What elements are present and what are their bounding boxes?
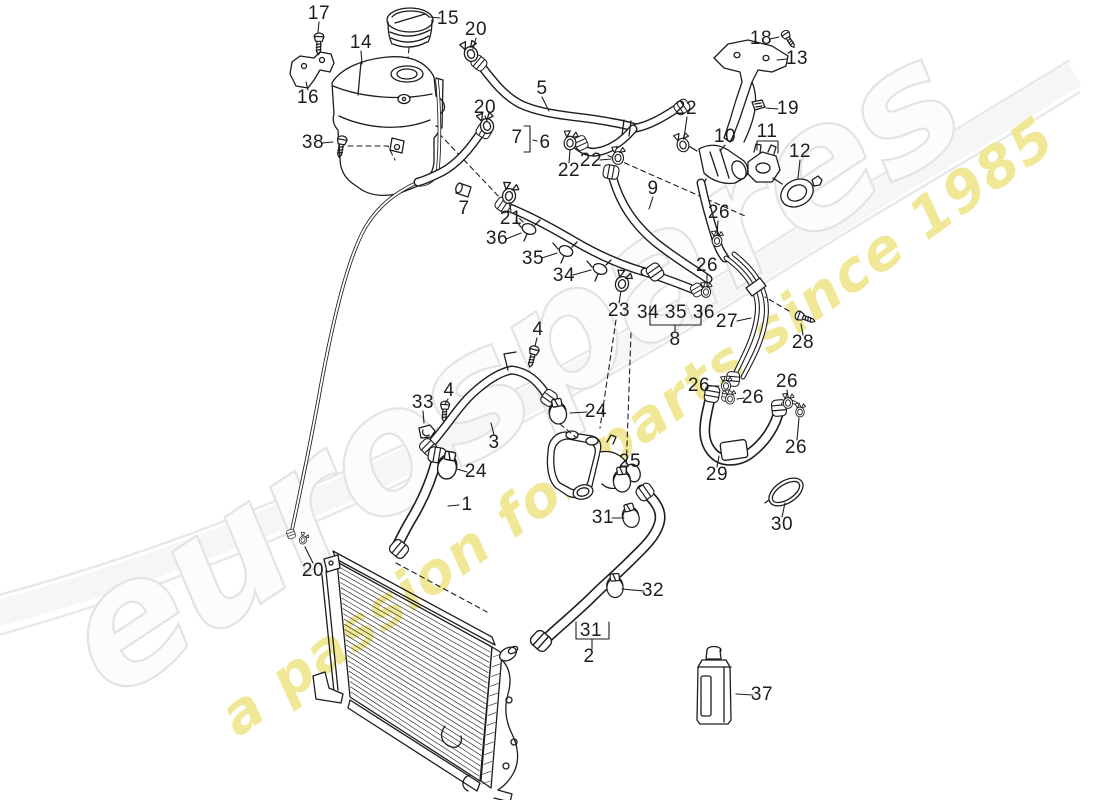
bracket-bolt-18	[779, 28, 799, 51]
connector-7	[455, 182, 472, 198]
coupling-flange-12	[772, 175, 823, 208]
hose-6	[413, 121, 494, 187]
dashed-lines	[347, 47, 790, 613]
retaining-clip-19	[751, 99, 766, 111]
filler-cap	[386, 7, 434, 48]
radiator	[312, 550, 519, 800]
pump-mount-11	[747, 143, 781, 183]
upper-hose-5	[468, 52, 693, 157]
tank-bracket-bolt	[313, 32, 325, 56]
leader-lines	[304, 16, 804, 696]
hose-9	[601, 163, 713, 284]
expansion-tank	[331, 56, 446, 197]
thermostat-housing	[546, 430, 641, 500]
middle-hose-8	[492, 195, 706, 299]
coolant-bottle-37	[696, 645, 732, 725]
bypass-hose-3	[417, 351, 560, 458]
twin-pipe-27	[720, 251, 769, 403]
tee-fittings-34-35-36	[515, 219, 612, 282]
radiator-hose-2	[527, 480, 666, 655]
seal-ring-30	[764, 477, 804, 507]
pump-bracket-13	[713, 39, 789, 143]
radiator-hose-1	[386, 445, 448, 561]
watermark-swoosh	[0, 58, 1082, 636]
tank-bracket	[289, 51, 335, 89]
radiator-core-fins	[338, 566, 491, 777]
retaining-clip-33	[418, 424, 436, 439]
radiator-side-tank-ribs	[481, 653, 502, 785]
